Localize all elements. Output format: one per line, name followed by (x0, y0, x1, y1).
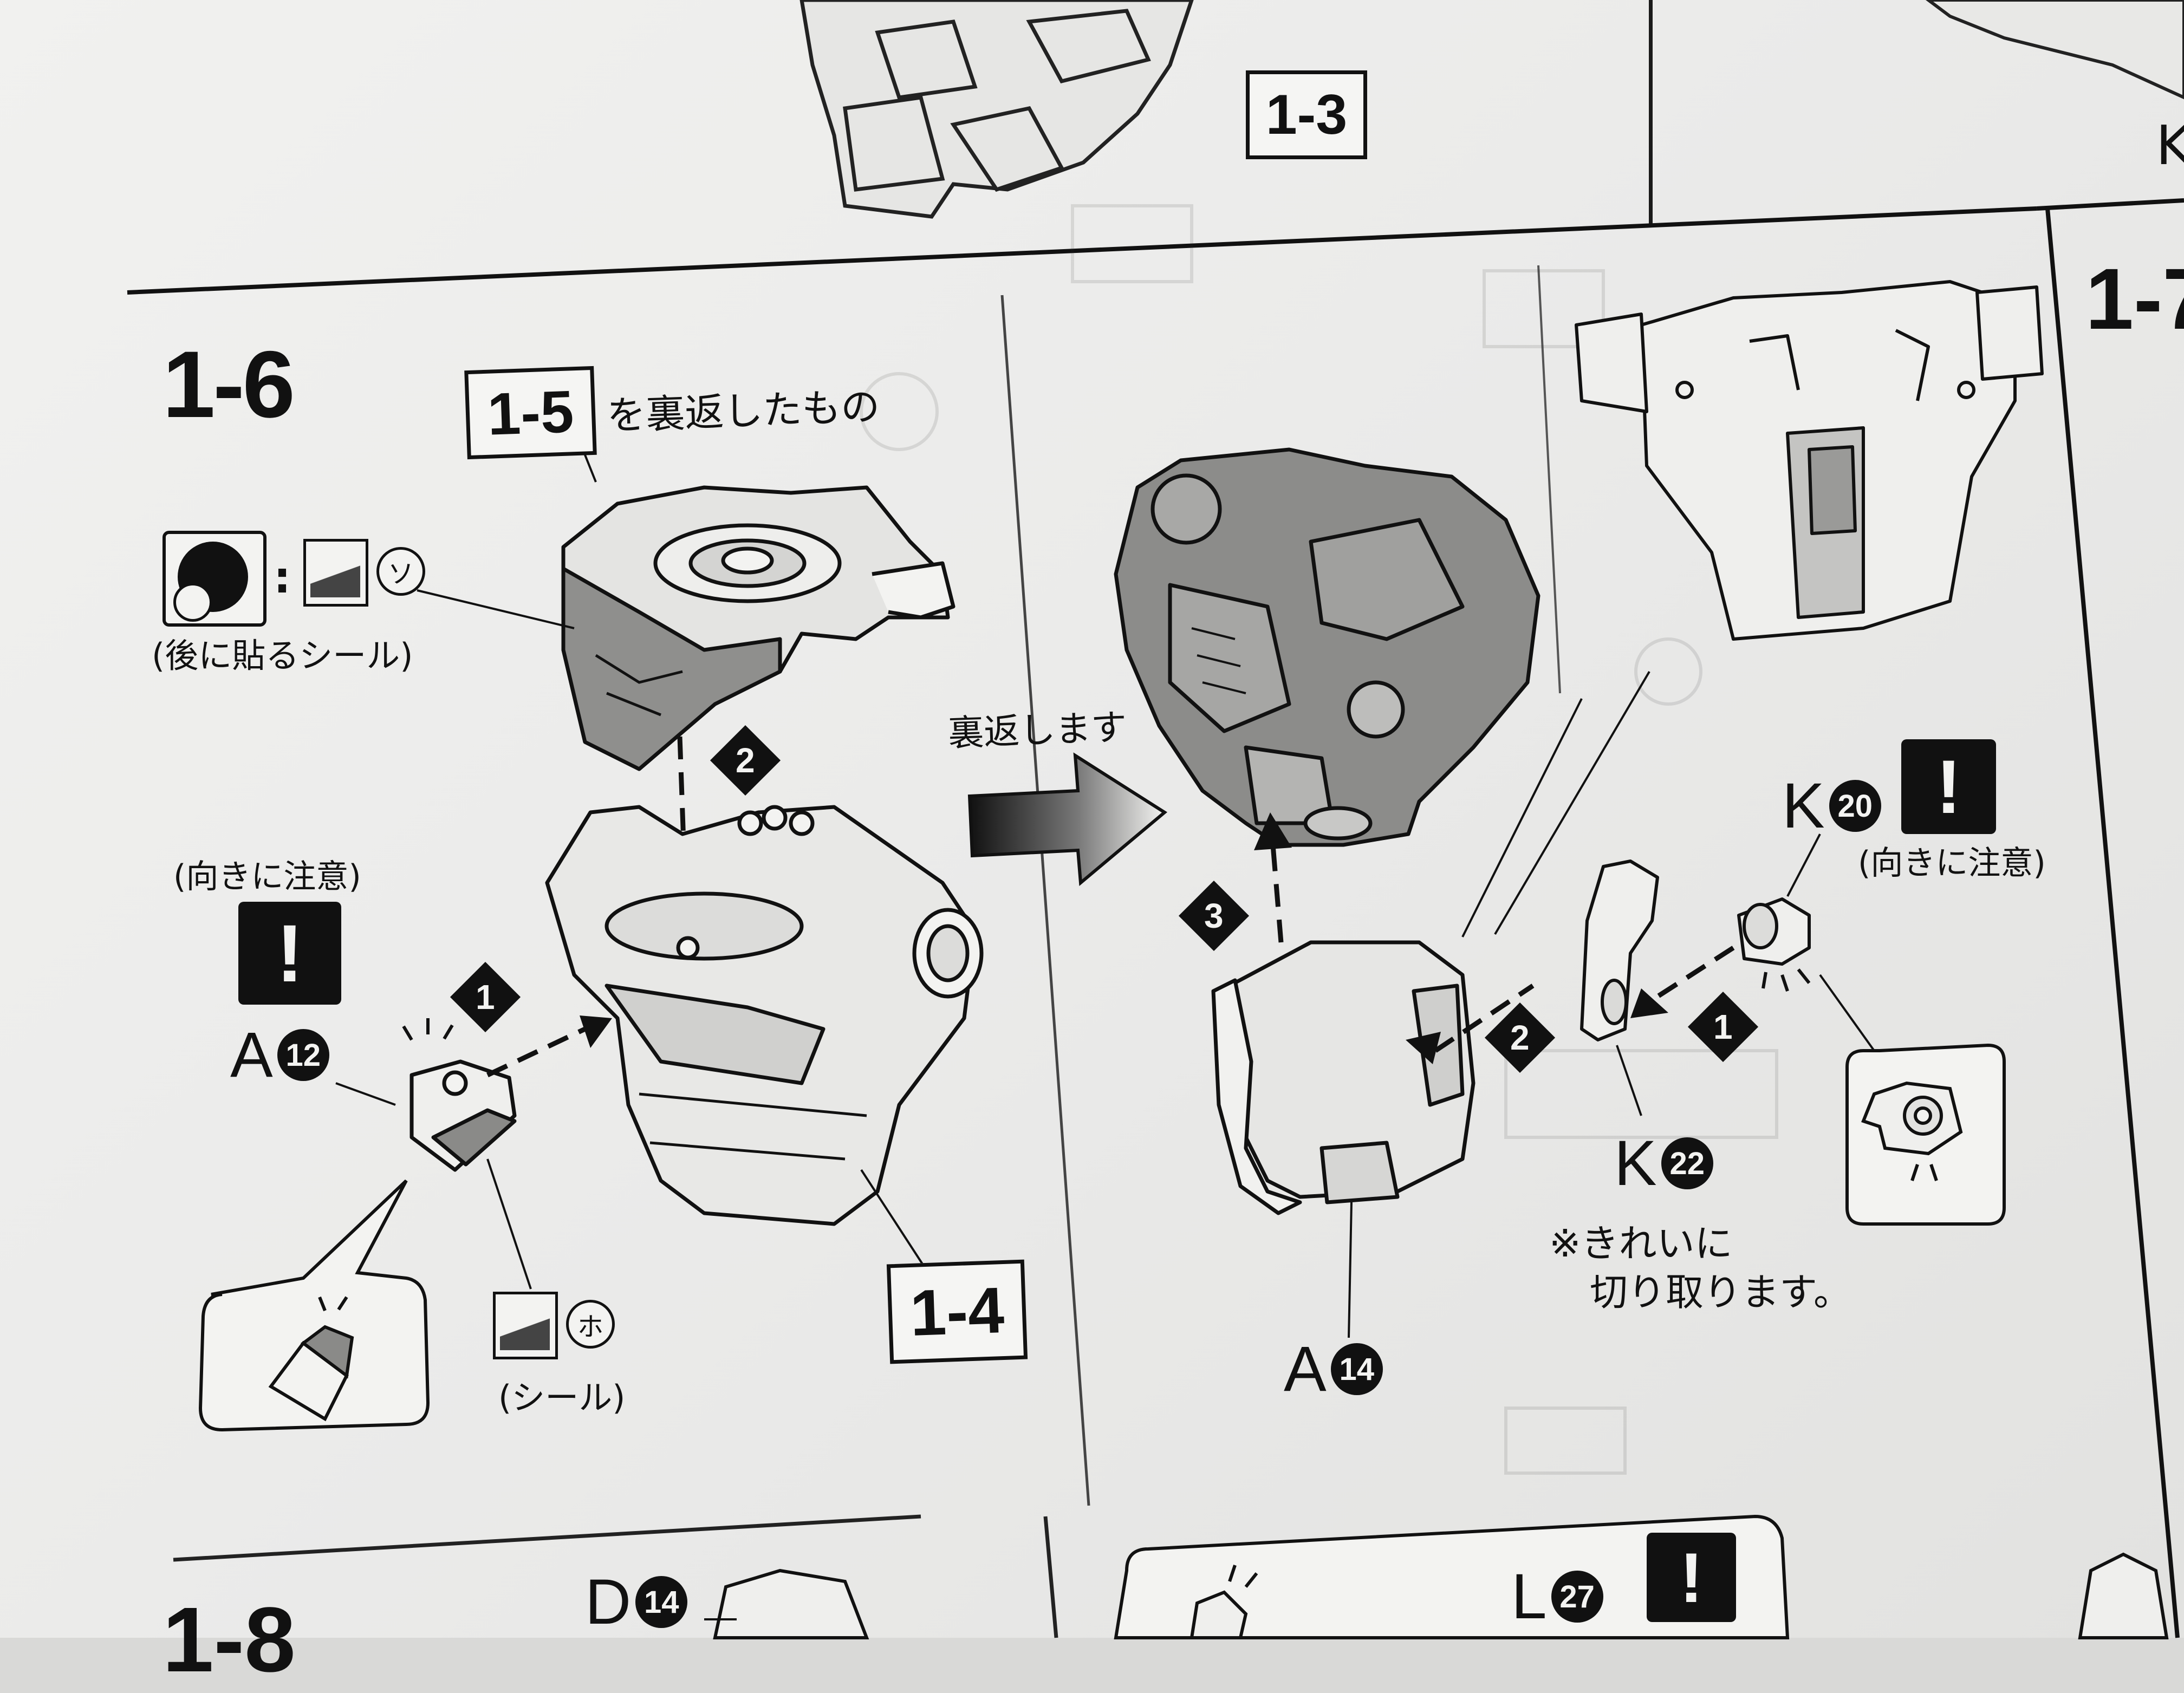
bottom-mid-callout (1114, 1514, 1790, 1639)
step-number: 1-6 (162, 332, 295, 438)
part-a12-drawing (335, 454, 933, 1290)
part-label-a14: A 14 (1284, 1332, 1383, 1406)
cut-note-line1: ※きれいに (1549, 1221, 1733, 1266)
panel-borders (127, 198, 2184, 1638)
part-k22-drawing (1580, 859, 1735, 1116)
part-label-l27: L 27 (1511, 1560, 1603, 1633)
part-label-d14: D 14 (585, 1565, 688, 1639)
bottom-right-part-drawing (2078, 1552, 2169, 1639)
part-k20-drawing (1737, 834, 2006, 1226)
top-left-assembly-drawing (800, 0, 1194, 219)
torso-view-drawing (1575, 280, 2044, 641)
next-step-number-fragment: 1-7 (2085, 250, 2184, 347)
insert-arrow-3 (1254, 812, 1292, 943)
head-assembly-drawing-top (561, 485, 955, 771)
cut-note-line2: 切り取ります。 (1590, 1270, 1851, 1314)
caution-icon-right: ! (1901, 739, 1996, 834)
legend-colon: : (274, 552, 291, 603)
flipped-head-drawing (1114, 447, 1540, 847)
part-a14-drawing (1211, 670, 1650, 1338)
head-assembly-drawing-bottom (545, 805, 984, 1226)
top-divider (1649, 0, 1653, 227)
caution-icon-left: ! (238, 902, 341, 1005)
sticker-icon (303, 539, 368, 607)
caution-label-left: (向きに注意) (173, 858, 361, 896)
sticker-sheet-icon (162, 531, 266, 627)
caution-icon-bottom: ! (1647, 1533, 1736, 1622)
flip-arrow (967, 752, 1168, 887)
sticker-later-caption: (後に貼るシール) (152, 636, 413, 675)
caution-label-right: (向きに注意) (1858, 844, 2046, 882)
sticker-mark-ho: ホ (566, 1300, 615, 1349)
detail-callout-left (198, 1179, 430, 1432)
sticker-ho-caption: (シール) (498, 1378, 626, 1417)
prev-step-label: 1-3 (1246, 70, 1367, 159)
top-right-assembly-drawing (1926, 0, 2184, 100)
sticker-mark-so: ソ (376, 547, 425, 596)
part-label-a12: A 12 (230, 1018, 329, 1092)
part-label-k22: K 22 (1614, 1127, 1713, 1200)
show-through-ghost (860, 204, 1778, 1475)
top-right-part-letter: K (2156, 114, 2184, 177)
part-label-k20: K 20 (1782, 769, 1881, 843)
sticker-icon-ho (493, 1292, 558, 1359)
